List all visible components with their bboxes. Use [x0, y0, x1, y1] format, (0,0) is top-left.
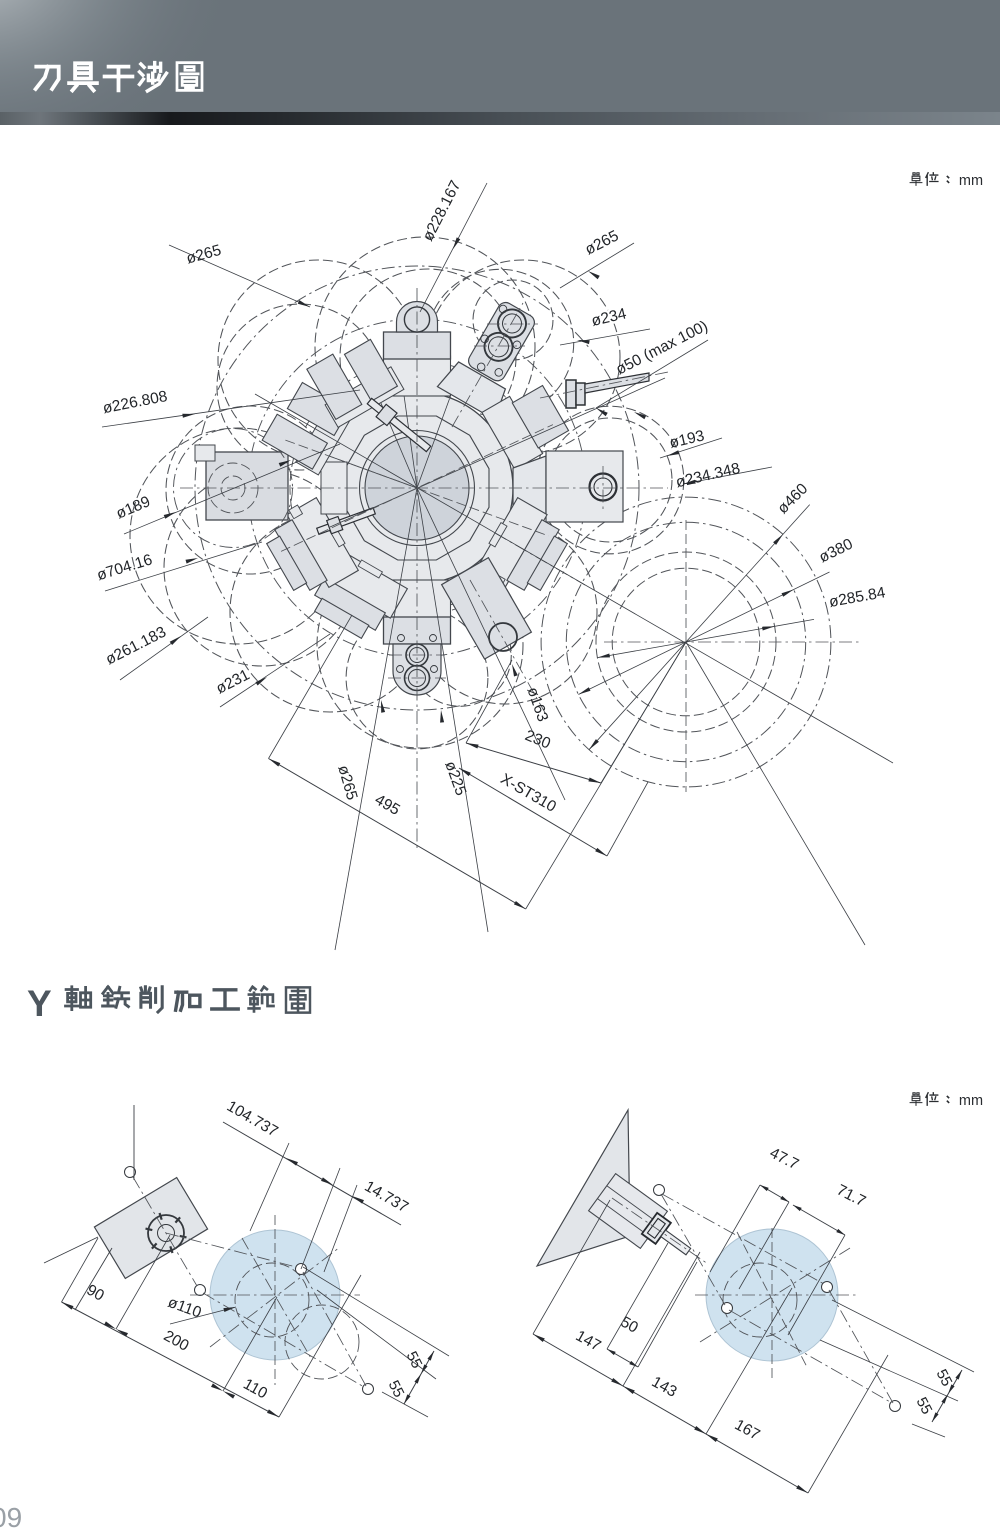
svg-text:09: 09 [0, 1502, 22, 1533]
svg-text:55: 55 [403, 1349, 426, 1372]
svg-text:55: 55 [385, 1378, 408, 1401]
svg-text:Y: Y [27, 983, 52, 1024]
svg-text:mm: mm [959, 173, 983, 189]
svg-text:55: 55 [933, 1367, 956, 1390]
svg-text:90: 90 [84, 1281, 108, 1304]
svg-text:50: 50 [618, 1313, 642, 1336]
svg-text:mm: mm [959, 1093, 983, 1109]
svg-text:55: 55 [913, 1395, 936, 1418]
